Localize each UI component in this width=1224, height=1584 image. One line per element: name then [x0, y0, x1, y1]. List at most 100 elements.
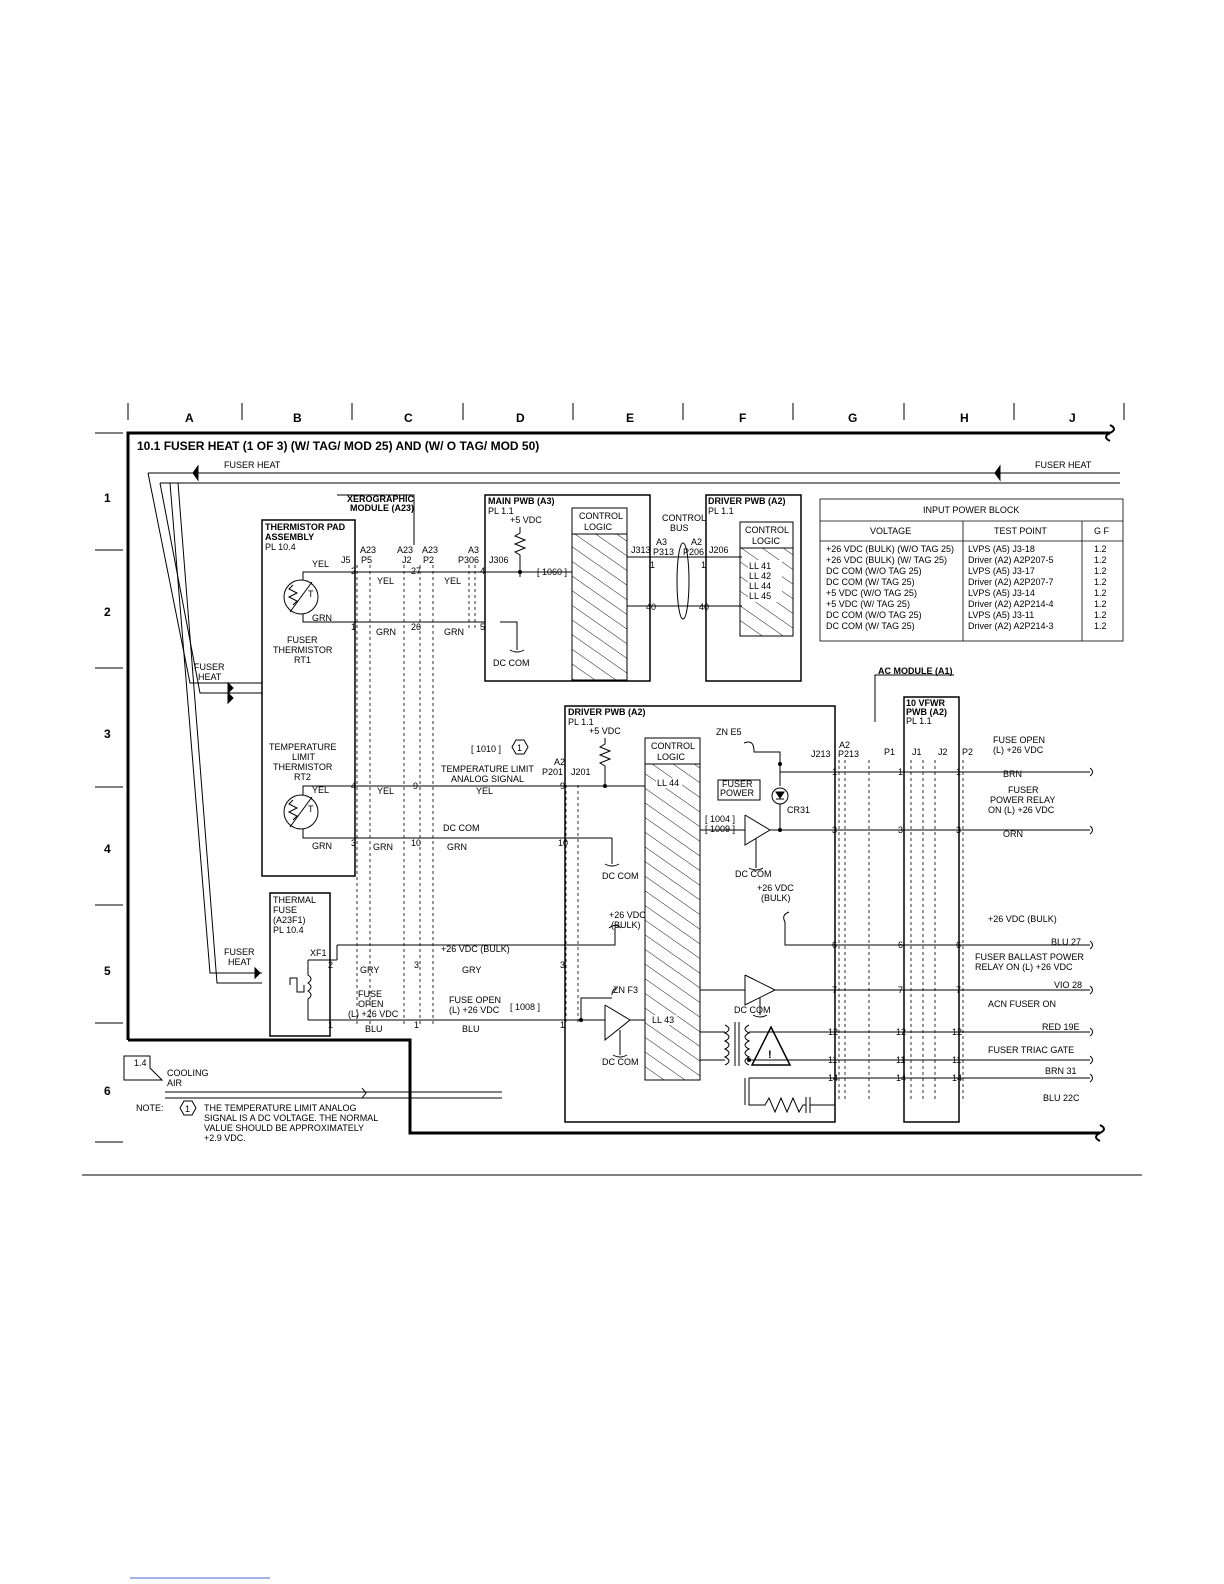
vfwr-label: 10 VFWR [906, 698, 946, 708]
rt1-label: RT1 [294, 655, 311, 665]
pin-number: 1 [650, 560, 655, 570]
note-hex-icon [179, 1100, 197, 1116]
pin-number: 11 [952, 1055, 961, 1065]
output-label: (L) +26 VDC [993, 745, 1044, 755]
pin-number: 6 [898, 940, 903, 950]
wire-color: BRN [1003, 769, 1022, 779]
rt2-label: TEMPERATURE [269, 742, 336, 752]
thermistor-rt2-icon [283, 785, 355, 839]
wire-color: GRY [462, 965, 481, 975]
connector-label: P206 [683, 547, 704, 557]
ll-label: LL 43 [652, 1015, 674, 1025]
power-block-cell: 1.2 [1094, 599, 1107, 609]
main-pwb-pl: PL 1.1 [488, 506, 514, 516]
pin-number: 40 [646, 602, 656, 612]
warning-icon: ! [768, 1049, 772, 1061]
output-label: FUSER TRIAC GATE [988, 1045, 1074, 1055]
cooling-ref: 1.4 [134, 1058, 147, 1068]
fuser-power-label: POWER [720, 788, 755, 798]
connector-dashes [356, 565, 964, 1100]
junction-dot [747, 1058, 751, 1062]
pin-number: 27 [411, 566, 421, 576]
ref-number: [ 1060 ] [537, 567, 567, 577]
thermal-fuse-pl: PL 10.4 [273, 925, 304, 935]
power-block-cell: 1.2 [1094, 610, 1107, 620]
pin-number: 10 [411, 838, 421, 848]
dc-com-label: DC COM [735, 869, 772, 879]
wire-color: RED 19E [1042, 1022, 1080, 1032]
note-text: VALUE SHOULD BE APPROXIMATELY [204, 1123, 364, 1133]
pin-number: 11 [828, 1055, 837, 1065]
control-bus-label: CONTROL [662, 513, 706, 523]
col-label: H [960, 411, 969, 425]
wire-color: GRN [444, 627, 464, 637]
connector-label: P306 [458, 555, 479, 565]
output-label: ACN FUSER ON [988, 999, 1056, 1009]
driver-pwb-label: DRIVER PWB (A2) [708, 496, 786, 506]
power-block-cell: 1.2 [1094, 555, 1107, 565]
power-block-cell: DC COM (W/ TAG 25) [826, 577, 915, 587]
fuse-open-label: OPEN [358, 999, 384, 1009]
main-pwb-label: MAIN PWB (A3) [488, 496, 555, 506]
ref-number: [ 1009 ] [705, 824, 735, 834]
driver-pwb-top-box [705, 494, 802, 682]
connector-label: J306 [489, 555, 509, 565]
thermal-fuse-icon [289, 945, 338, 1021]
wire-color: BLU 22C [1043, 1093, 1080, 1103]
pin-number: 14 [896, 1073, 906, 1083]
pin-number: 4 [351, 781, 356, 791]
dc-com-label: DC COM [602, 1057, 639, 1067]
col-label: E [626, 411, 634, 425]
row-label: 4 [104, 842, 111, 856]
thermal-fuse-box [269, 892, 331, 1037]
thermistor-pad-pl: PL 10.4 [265, 542, 296, 552]
note-text: SIGNAL IS A DC VOLTAGE. THE NORMAL [204, 1113, 378, 1123]
pin-number: 2 [351, 566, 356, 576]
power-block-cell: 1.2 [1094, 566, 1107, 576]
output-label: ON (L) +26 VDC [988, 805, 1055, 815]
fuser-heat-label: HEAT [228, 957, 252, 967]
ref-number: [ 1010 ] [471, 744, 501, 754]
connector-label: J206 [709, 545, 729, 555]
connector-label: A3 [656, 537, 667, 547]
right-wire-ends [1060, 767, 1093, 1083]
ac-module [874, 674, 960, 1123]
dc-com-label: DC COM [493, 658, 530, 668]
wire-color: VIO 28 [1054, 980, 1082, 990]
pin-number: 3 [560, 960, 565, 970]
wire-color: YEL [476, 786, 493, 796]
row-label: 2 [104, 605, 111, 619]
connector-label: P213 [838, 749, 859, 759]
wire-color: YEL [444, 576, 461, 586]
wire-color: GRN [447, 842, 467, 852]
col-label: J [1069, 411, 1076, 425]
vdc-label: +26 VDC [609, 910, 646, 920]
power-block-cell: 1.2 [1094, 588, 1107, 598]
ll-label: LL 44 [749, 581, 771, 591]
driver-pwb-label: DRIVER PWB (A2) [568, 707, 646, 717]
junction-dot [579, 1018, 583, 1022]
row-label: 6 [104, 1084, 111, 1098]
cooling-label: COOLING [167, 1068, 209, 1078]
control-bus-label: BUS [670, 523, 689, 533]
power-block-cell: LVPS (A5) J3-14 [968, 588, 1035, 598]
pin-number: 7 [898, 985, 903, 995]
fuse-open-label: FUSE OPEN [449, 995, 501, 1005]
thermistor-pad-box [261, 519, 356, 877]
input-power-block [819, 498, 1124, 642]
pin-number: 7 [832, 985, 837, 995]
connector-label: A23 [422, 545, 438, 555]
driver-pwb-bottom-box [564, 705, 836, 1123]
pin-number: 5 [480, 622, 485, 632]
zn-label: ZN F3 [613, 985, 638, 995]
pin-number: 1 [701, 560, 706, 570]
vdc-label: +26 VDC [757, 883, 794, 893]
note-text: THE TEMPERATURE LIMIT ANALOG [204, 1103, 357, 1113]
connector-label: A2 [554, 757, 565, 767]
power-block-cell: Driver (A2) A2P214-4 [968, 599, 1054, 609]
rt2-label: RT2 [294, 772, 311, 782]
wire-color: YEL [377, 786, 394, 796]
pin-number: 12 [896, 1027, 906, 1037]
xerographic-module [337, 494, 415, 545]
connector-label: J5 [341, 555, 351, 565]
